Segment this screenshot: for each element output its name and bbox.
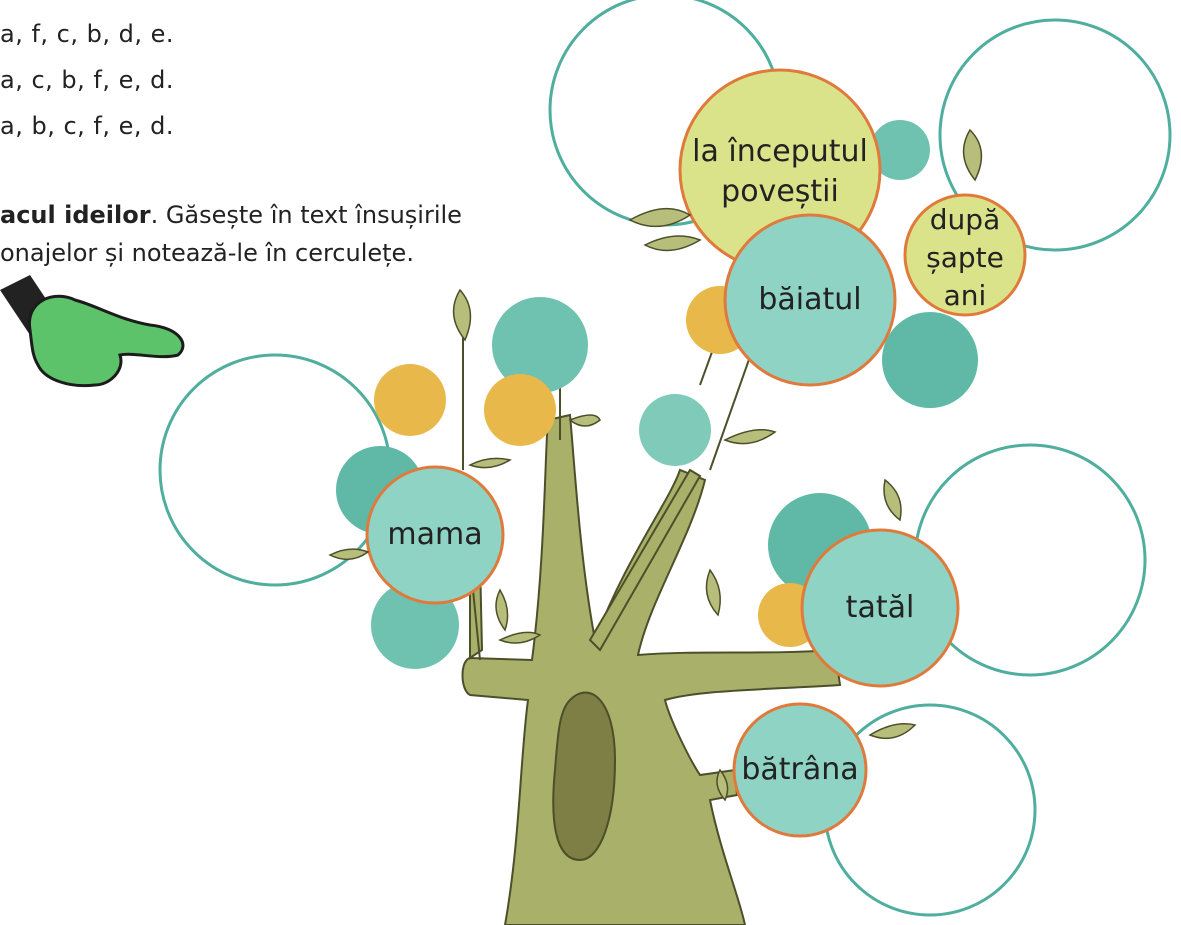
label-start: la începutul poveștii <box>692 132 868 212</box>
label-father: tatăl <box>846 588 915 628</box>
label-after-line1: după <box>926 201 1004 239</box>
label-boy: băiatul <box>758 280 861 320</box>
label-after: după șapte ani <box>926 201 1004 315</box>
label-start-line1: la începutul <box>692 132 868 172</box>
tree-trunk <box>463 415 841 925</box>
label-after-line3: ani <box>926 277 1004 315</box>
label-mother: mama <box>387 515 482 555</box>
label-old-woman: bătrâna <box>741 750 858 790</box>
pointing-hand-icon <box>0 275 183 386</box>
label-after-line2: șapte <box>926 239 1004 277</box>
label-start-line2: poveștii <box>692 172 868 212</box>
